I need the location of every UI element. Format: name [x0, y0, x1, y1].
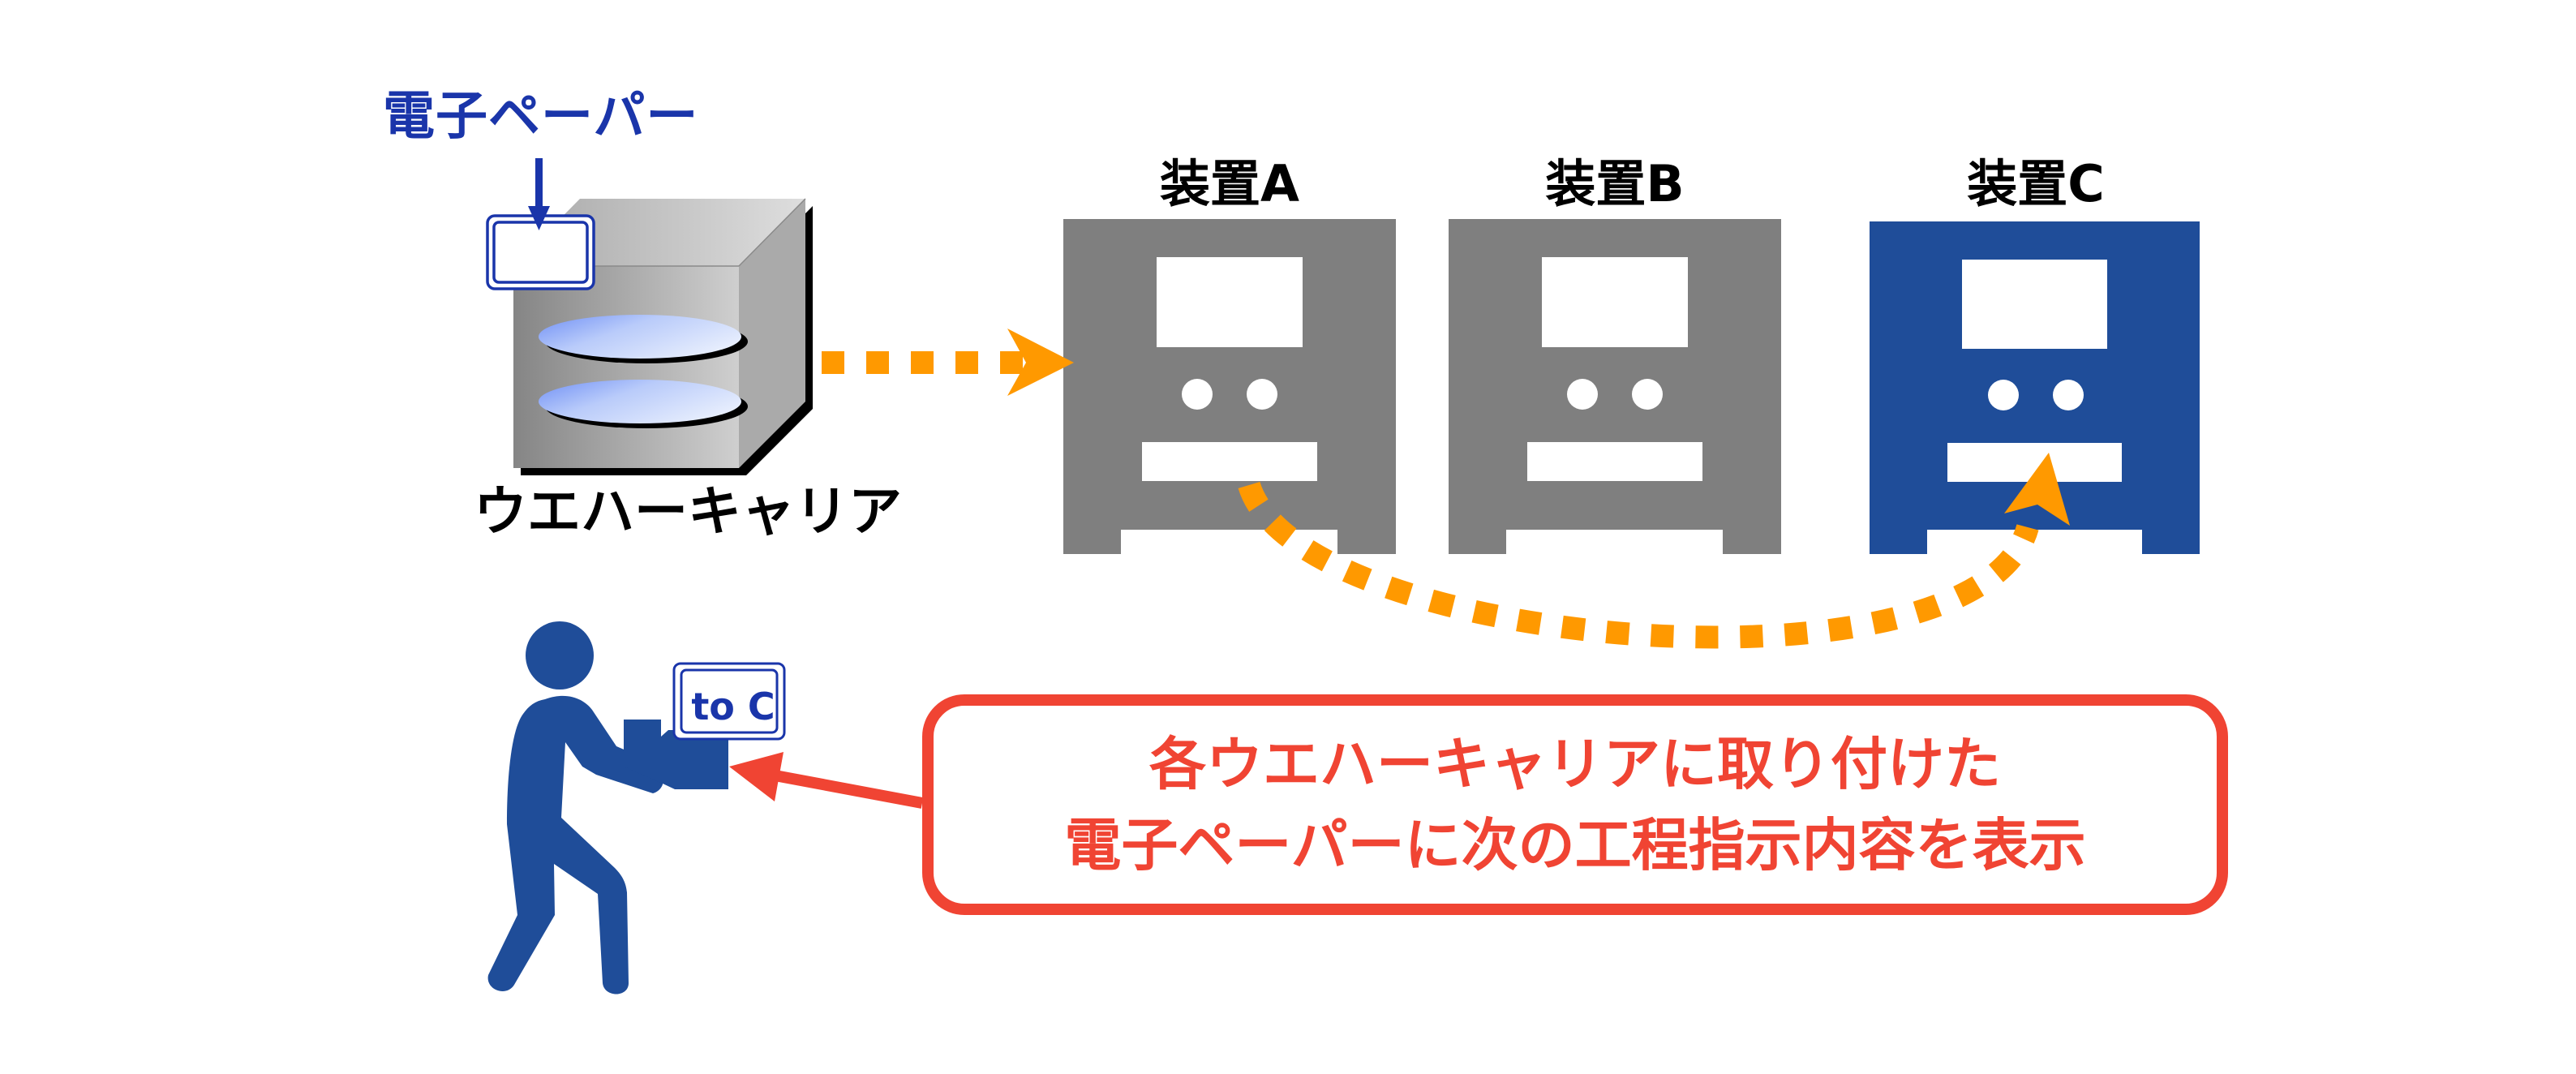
- wafer-carrier-icon: [513, 198, 813, 475]
- flow-arrow-a-to-c: [1238, 453, 2070, 649]
- device-c-label: 装置C: [1967, 154, 2105, 213]
- device-b-label: 装置B: [1545, 154, 1685, 213]
- callout-line-2: 電子ペーパーに次の工程指示内容を表示: [1064, 812, 2086, 879]
- device-c-icon: [1870, 221, 2200, 554]
- to-c-tag-text: to C: [691, 685, 775, 728]
- epaper-label: 電子ペーパー: [383, 87, 699, 147]
- epaper-pointer-arrow-icon: [528, 158, 550, 230]
- worker-icon: [487, 621, 728, 995]
- wafer-icon: [539, 315, 748, 363]
- callout-line-1: 各ウエハーキャリアに取り付けた: [1149, 731, 2001, 797]
- callout-box: 各ウエハーキャリアに取り付けた 電子ペーパーに次の工程指示内容を表示: [922, 694, 2228, 915]
- callout-pointer-arrow-icon: [729, 752, 924, 809]
- to-c-tag-icon: [672, 662, 786, 741]
- flow-arrow-carrier-to-a: [822, 329, 1074, 396]
- epaper-card-icon: [486, 214, 595, 290]
- wafer-carrier-label: ウエハーキャリア: [474, 480, 902, 543]
- device-a-icon: [1063, 219, 1396, 554]
- device-b-icon: [1449, 219, 1781, 554]
- wafer-icon: [539, 380, 748, 428]
- device-a-label: 装置A: [1160, 154, 1299, 213]
